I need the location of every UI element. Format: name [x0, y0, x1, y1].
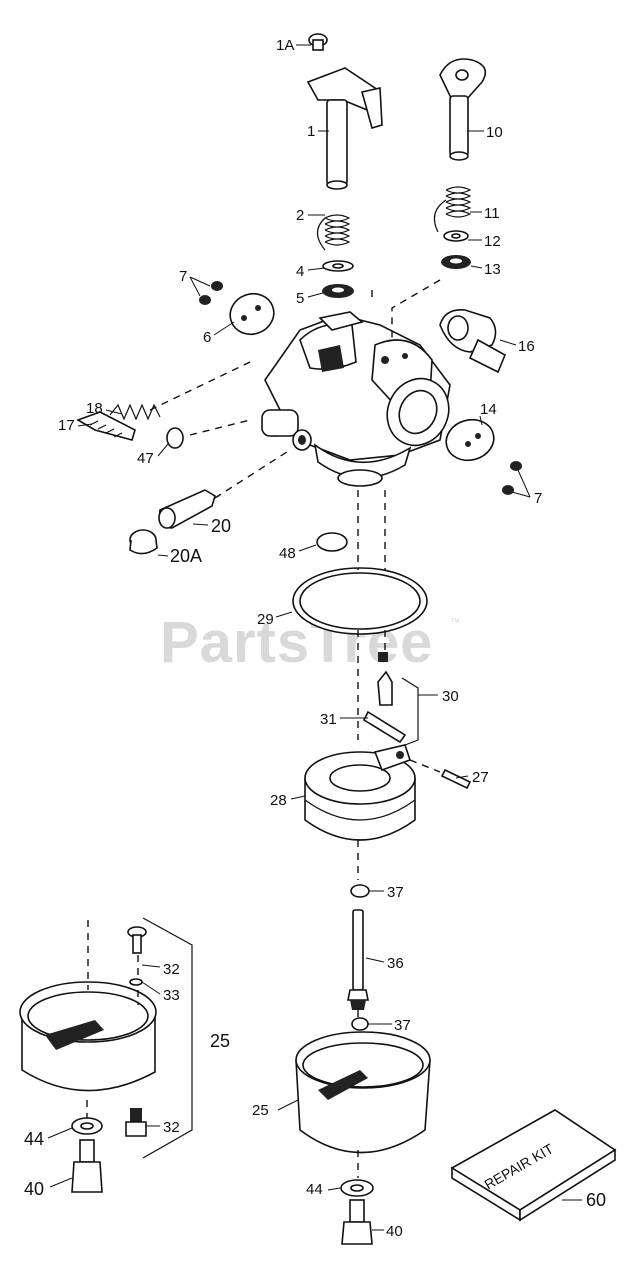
label-10: 10: [486, 124, 503, 141]
label-1: 1: [307, 123, 315, 140]
part-7-screws-upper: [199, 281, 223, 305]
label-37-upper: 37: [387, 884, 404, 901]
label-7-lower: 7: [534, 490, 542, 507]
part-47-plug: [166, 427, 184, 449]
label-40-right: 40: [386, 1223, 403, 1240]
part-27-hinge-pin: [440, 768, 472, 790]
leader-lines: [47, 44, 582, 1231]
part-1-throttle-shaft: [306, 67, 383, 190]
label-12: 12: [484, 233, 501, 250]
part-7-screws-lower: [502, 461, 522, 495]
part-4-washer: [322, 260, 354, 272]
part-10-choke-shaft: [439, 58, 487, 161]
label-7-upper: 7: [179, 268, 187, 285]
part-1a-screw: [308, 33, 328, 51]
label-32-bottom: 32: [163, 1119, 180, 1136]
label-27: 27: [472, 769, 489, 786]
part-37-oring-upper: [350, 884, 370, 898]
label-13: 13: [484, 261, 501, 278]
assembly-lines: [86, 279, 441, 1178]
part-18-spring: [109, 403, 161, 421]
part-11-spring: [433, 186, 472, 233]
part-25-float-bowl-right: [295, 1031, 431, 1154]
part-40-bolt-left: [71, 1139, 103, 1193]
part-33-washer: [129, 978, 143, 986]
label-2: 2: [296, 207, 304, 224]
watermark-tm: ™: [450, 617, 460, 628]
part-6-throttle-plate: [229, 292, 275, 336]
label-25-left: 25: [210, 1031, 230, 1051]
label-29: 29: [257, 611, 274, 628]
part-36-main-jet: [347, 909, 369, 1010]
label-4: 4: [296, 263, 304, 280]
label-16: 16: [518, 338, 535, 355]
label-32-top: 32: [163, 961, 180, 978]
part-25-float-bowl-left: [19, 981, 157, 1092]
part-13-seal: [441, 255, 471, 269]
label-20: 20: [211, 516, 231, 536]
left-group-bracket: [142, 917, 193, 1159]
label-37-lower: 37: [394, 1017, 411, 1034]
part-2-spring: [316, 214, 351, 251]
part-14-choke-plate: [445, 418, 495, 462]
part-40-bolt-right: [341, 1199, 373, 1245]
part-12-washer: [443, 230, 469, 242]
repair-kit-box: REPAIR KIT: [450, 1109, 617, 1222]
label-33: 33: [163, 987, 180, 1004]
label-17: 17: [58, 417, 75, 434]
label-25-right: 25: [252, 1102, 269, 1119]
part-32-screw-top: [127, 926, 147, 954]
part-17-idle-screw: [76, 411, 136, 441]
part-44-washer-right: [340, 1179, 374, 1197]
label-31: 31: [320, 711, 337, 728]
part-29-gasket: [292, 567, 428, 635]
part-31-clip: [362, 710, 407, 744]
label-44-right: 44: [306, 1181, 323, 1198]
part-37-oring-lower: [351, 1017, 369, 1031]
part-32-screw-bottom: [125, 1108, 147, 1137]
label-6: 6: [203, 329, 211, 346]
part-28-float: [304, 744, 416, 841]
label-20a: 20A: [170, 546, 202, 566]
part-20-pin: [158, 489, 216, 529]
label-48: 48: [279, 545, 296, 562]
label-44-left: 44: [24, 1129, 44, 1149]
label-11: 11: [484, 205, 500, 222]
label-5: 5: [296, 290, 304, 307]
label-28: 28: [270, 792, 287, 809]
part-48-plug: [316, 532, 348, 552]
part-5-seal: [322, 284, 354, 298]
label-40-left: 40: [24, 1179, 44, 1199]
label-36: 36: [387, 955, 404, 972]
part-20a-cap: [129, 529, 158, 555]
part-16-fuel-fitting: [439, 308, 507, 374]
label-47: 47: [137, 450, 154, 467]
label-60: 60: [586, 1190, 606, 1210]
part-30-needle-valve: [377, 652, 419, 746]
part-labels: 1A 1 2 4 5 7 6 10 11 12 13 16 18 17 47 1…: [24, 37, 606, 1240]
carburetor-body: [261, 311, 451, 487]
label-14: 14: [480, 401, 497, 418]
label-18: 18: [86, 400, 103, 417]
label-1a: 1A: [276, 37, 294, 54]
part-44-washer-left: [71, 1117, 103, 1135]
label-30: 30: [442, 688, 459, 705]
